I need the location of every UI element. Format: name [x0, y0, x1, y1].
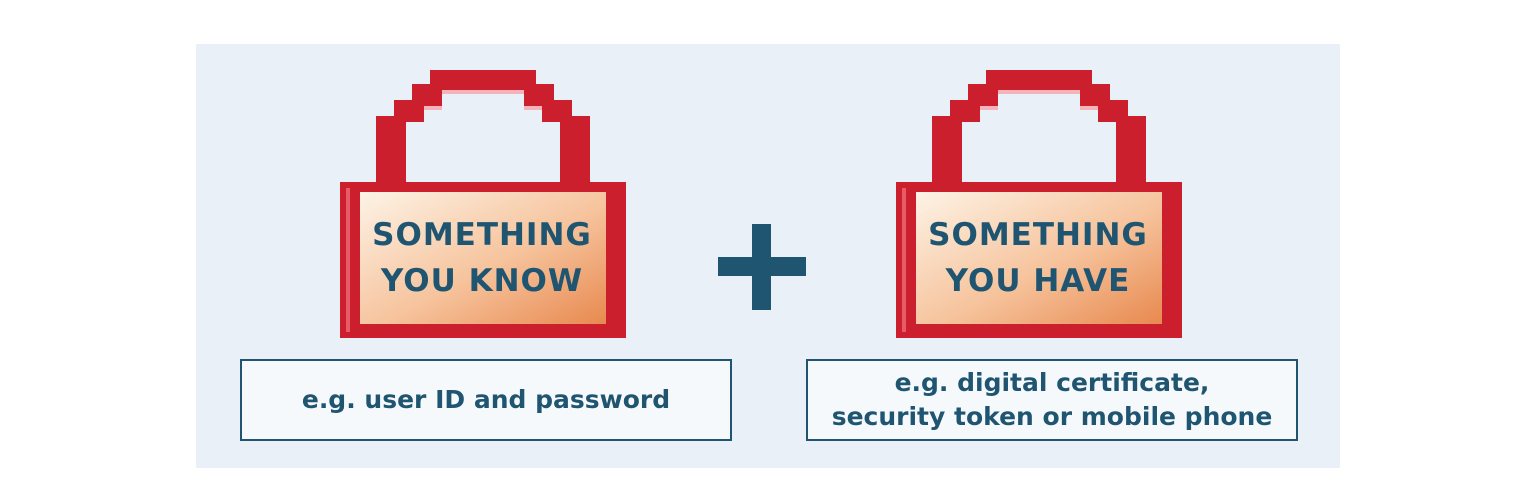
lock-label-line1: SOMETHING [372, 217, 592, 253]
lock-label-line1: SOMETHING [928, 217, 1148, 253]
lock-label: SOMETHING YOU KNOW [362, 193, 602, 323]
example-box-know: e.g. user ID and password [240, 359, 732, 441]
padlock-something-you-know: SOMETHING YOU KNOW [340, 70, 626, 338]
lock-label: SOMETHING YOU HAVE [918, 193, 1158, 323]
padlock-something-you-have: SOMETHING YOU HAVE [896, 70, 1182, 338]
example-text: e.g. user ID and password [301, 385, 671, 414]
padlock-icon [896, 70, 1182, 338]
example-text-line1: e.g. digital certificate, [894, 368, 1210, 397]
lock-label-line2: YOU HAVE [945, 263, 1131, 299]
example-box-have: e.g. digital certificate, security token… [806, 359, 1298, 441]
lock-label-line2: YOU KNOW [380, 263, 584, 299]
example-text-line2: security token or mobile phone [831, 402, 1273, 431]
plus-icon [718, 224, 806, 310]
padlock-icon [340, 70, 626, 338]
